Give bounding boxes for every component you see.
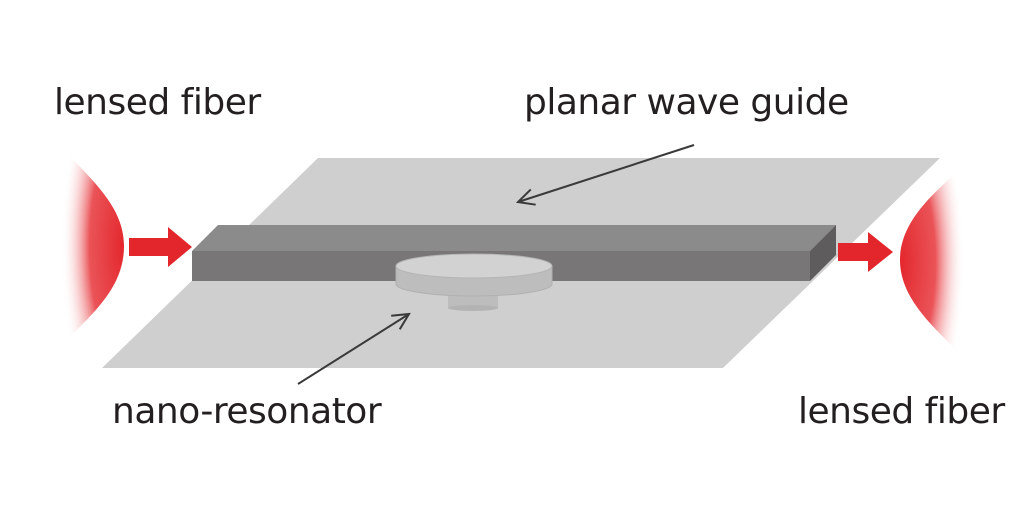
waveguide-end-face: [810, 225, 836, 281]
planar-wave-guide-label: planar wave guide: [524, 82, 849, 123]
resonator-disk-top: [395, 253, 553, 279]
waveguide-top-face: [192, 225, 836, 251]
planar-waveguide-pointer: [518, 144, 695, 202]
input-arrow-icon: [129, 227, 192, 267]
lensed-fiber-label-input: lensed fiber: [54, 82, 261, 123]
nano-resonator-disk: [395, 253, 553, 311]
nano-resonator-pointer: [297, 314, 409, 385]
nano-resonator-label: nano-resonator: [112, 391, 382, 432]
lensed-fiber-beam-right: [900, 162, 968, 362]
lensed-fiber-beam-left: [58, 142, 124, 350]
output-arrow-icon: [838, 232, 893, 272]
lensed-fiber-label-output: lensed fiber: [798, 391, 1005, 432]
resonator-stem-base: [448, 305, 498, 311]
